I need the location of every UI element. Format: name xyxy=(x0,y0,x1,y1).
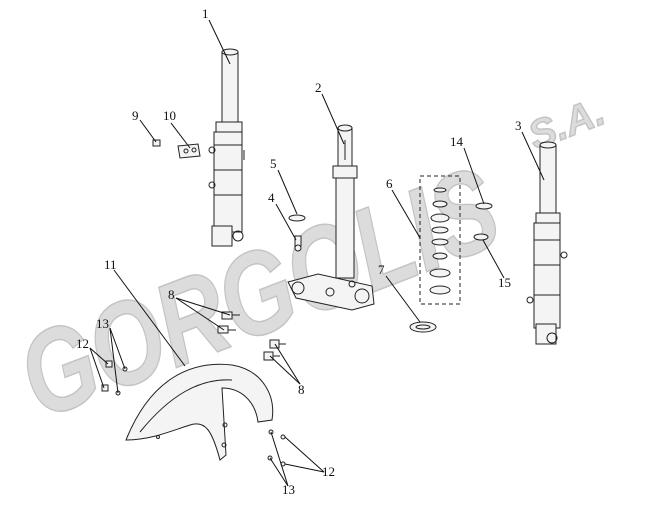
bracket xyxy=(177,143,201,159)
front-fender xyxy=(125,363,274,461)
fork-leg-right xyxy=(526,141,568,345)
watermark-suffix: S.A. xyxy=(522,89,610,158)
callout-5: 5 xyxy=(270,156,277,171)
bearing-set xyxy=(419,175,461,305)
callout-13b: 13 xyxy=(282,482,295,497)
callout-13a: 13 xyxy=(96,316,109,331)
callout-3: 3 xyxy=(515,118,522,133)
callout-1: 1 xyxy=(202,6,209,21)
callout-8b: 8 xyxy=(298,382,305,397)
fork-leg-left xyxy=(208,48,245,247)
callout-11: 11 xyxy=(104,257,117,272)
washer-plate xyxy=(288,214,306,222)
callout-7: 7 xyxy=(378,262,385,277)
callout-labels: 1 2 3 4 5 6 7 8 8 9 10 11 12 12 13 13 14… xyxy=(76,6,522,497)
bolt-small xyxy=(294,235,302,252)
callout-4: 4 xyxy=(268,190,275,205)
ring-nut xyxy=(409,321,437,333)
callout-6: 6 xyxy=(386,176,393,191)
callout-10: 10 xyxy=(163,108,176,123)
clip-15 xyxy=(473,233,489,241)
pin xyxy=(152,139,161,147)
callout-9: 9 xyxy=(132,108,139,123)
callout-12b: 12 xyxy=(322,464,335,479)
bolts-group-b xyxy=(263,339,286,361)
callout-8a: 8 xyxy=(168,287,175,302)
leader-lines xyxy=(89,19,545,487)
watermark: GORGOLIS S.A. xyxy=(1,89,611,445)
callout-14: 14 xyxy=(450,134,464,149)
callout-2: 2 xyxy=(315,80,322,95)
callout-12a: 12 xyxy=(76,336,89,351)
callout-15: 15 xyxy=(498,275,511,290)
